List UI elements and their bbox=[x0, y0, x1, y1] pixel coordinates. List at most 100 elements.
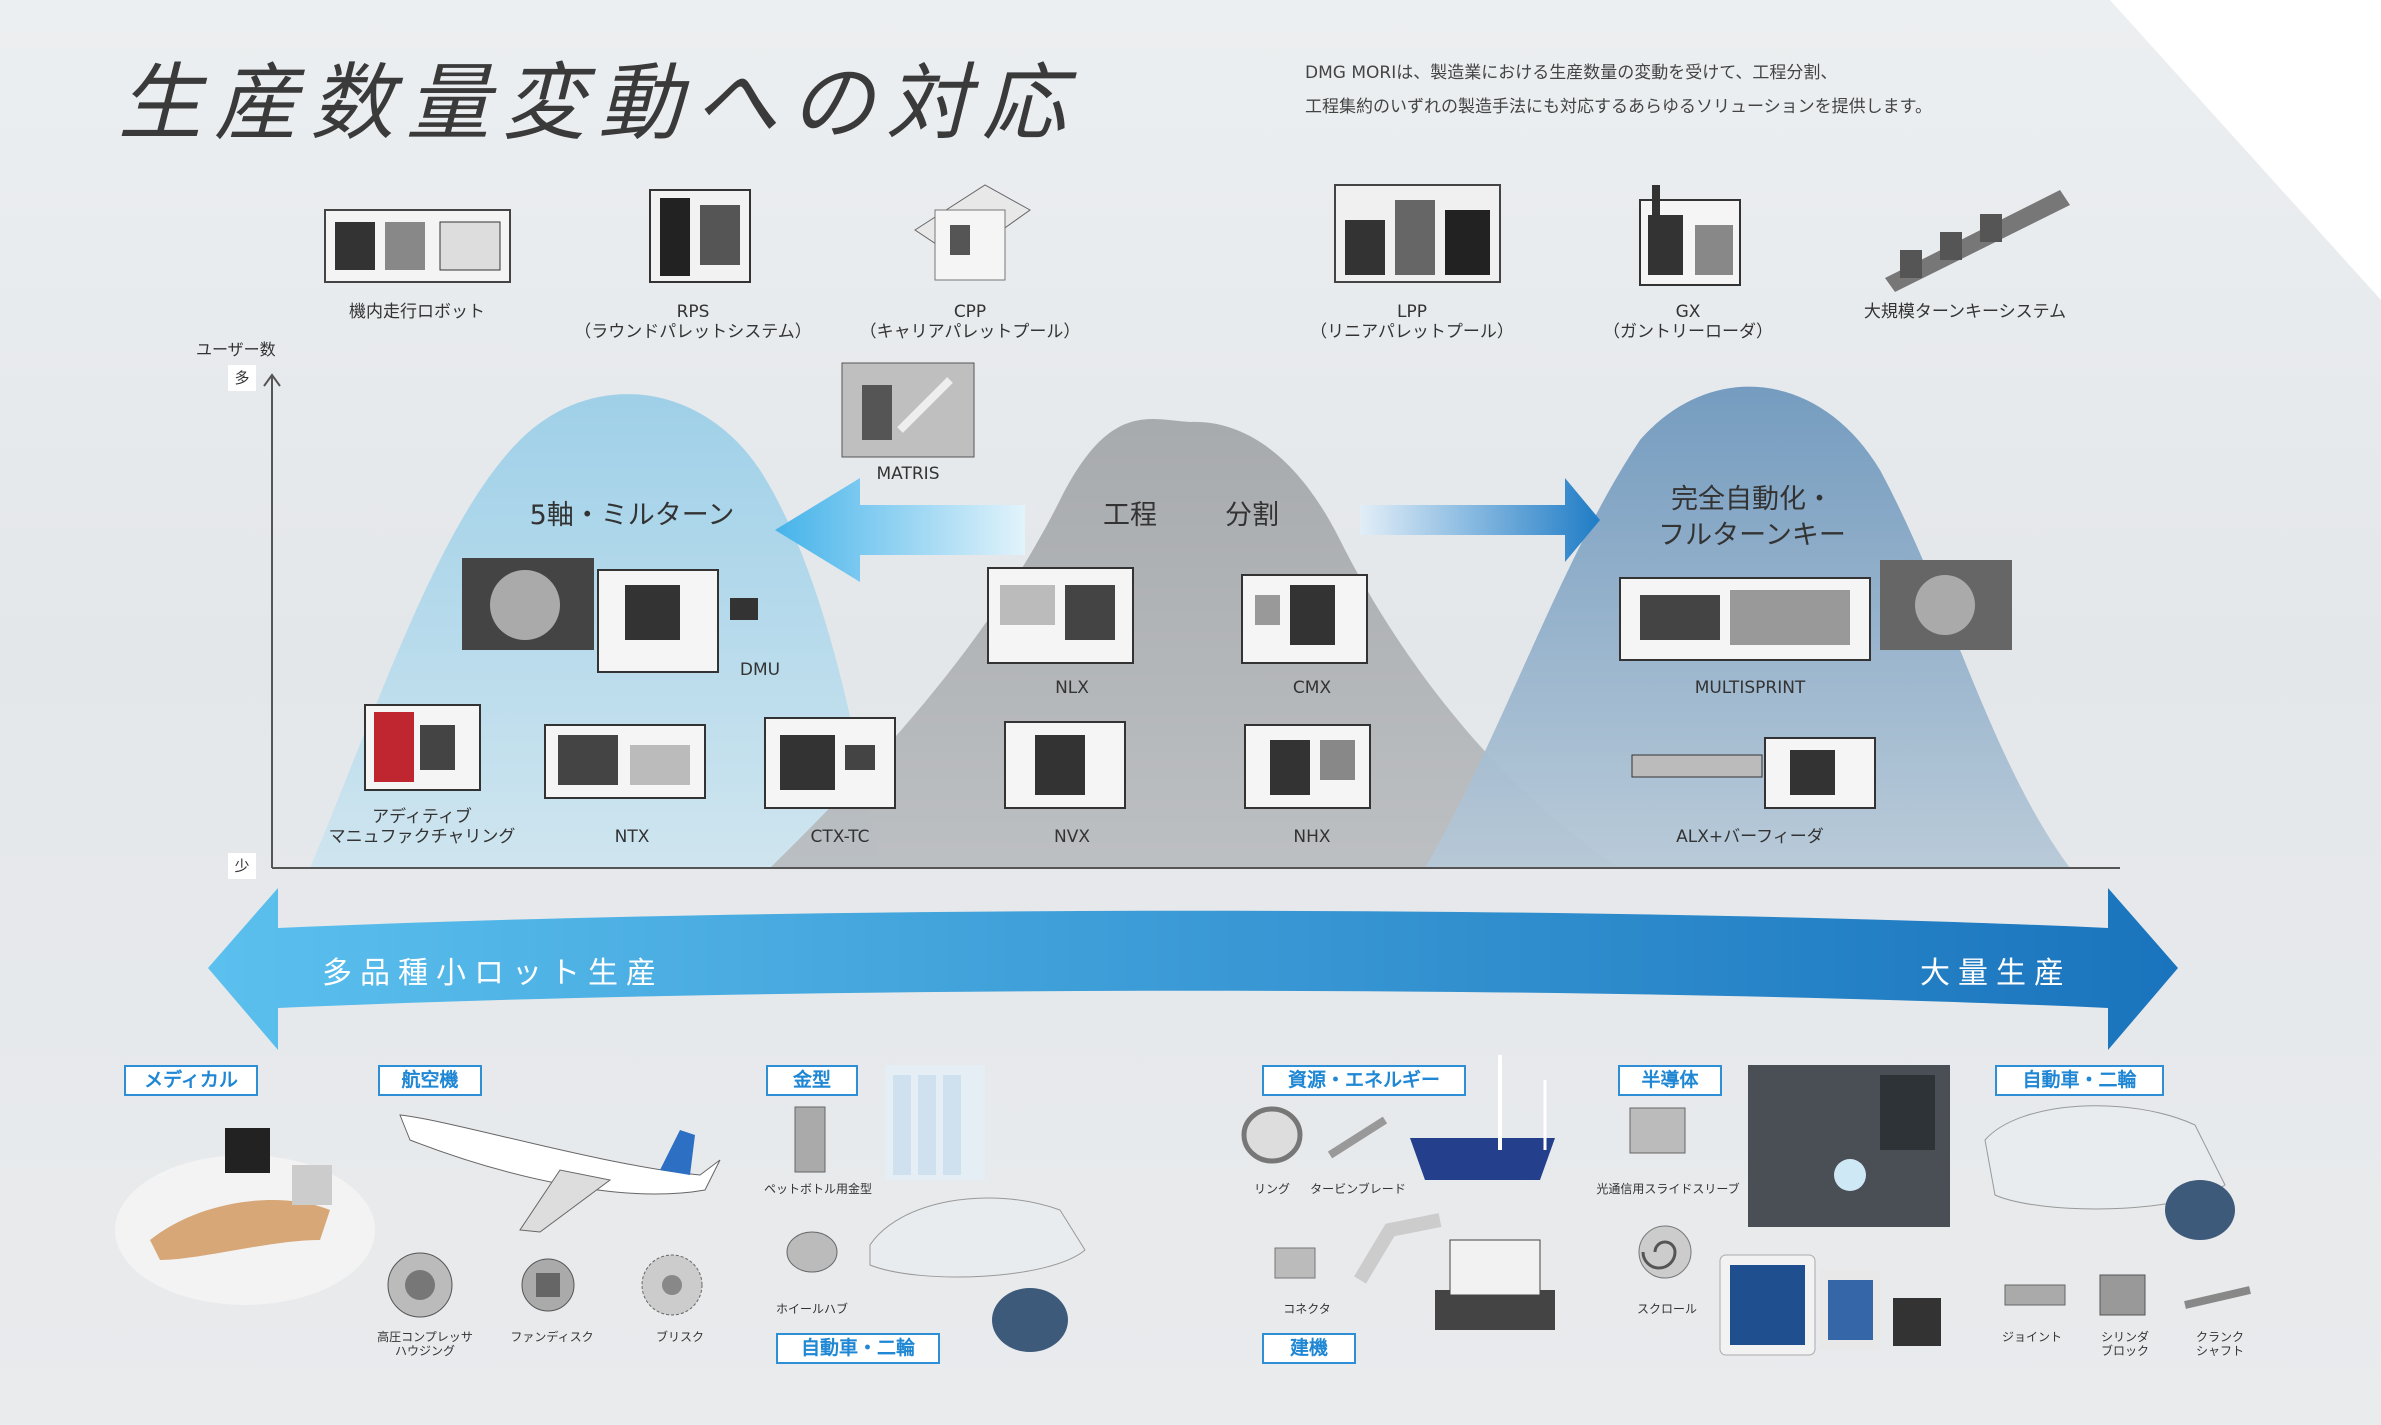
additive-image bbox=[364, 704, 481, 791]
right-hump-title-b: フルターンキー bbox=[1658, 520, 1846, 551]
label-rps-sub: （ラウンドパレットシステム） bbox=[574, 322, 812, 342]
production-right-label: 大量生産 bbox=[1920, 956, 2072, 991]
rps-image bbox=[649, 189, 751, 283]
aircraft-image bbox=[399, 1114, 721, 1233]
nlx-image bbox=[987, 567, 1134, 664]
car-mid-image bbox=[869, 1197, 1086, 1352]
label-compressor-a: 高圧コンプレッサ bbox=[377, 1330, 473, 1344]
production-arrow bbox=[208, 888, 2178, 1050]
cpp-image bbox=[914, 184, 1031, 281]
label-multisprint: MULTISPRINT bbox=[1694, 678, 1806, 698]
gx-image bbox=[1639, 185, 1741, 286]
right-hump-title-a: 完全自動化・ bbox=[1671, 484, 1833, 515]
multisprint-image bbox=[1619, 560, 2012, 661]
connector-image bbox=[1274, 1247, 1316, 1279]
scroll-image bbox=[1638, 1225, 1692, 1279]
label-nhx: NHX bbox=[1293, 827, 1331, 847]
label-nvx: NVX bbox=[1054, 827, 1090, 847]
tablet-image bbox=[1719, 1254, 1941, 1356]
label-cpp: CPP bbox=[953, 302, 987, 322]
category-energy: 資源・エネルギー bbox=[1262, 1065, 1466, 1096]
label-gx: GX bbox=[1675, 302, 1701, 322]
label-crank-a: クランク bbox=[2195, 1330, 2245, 1344]
production-left-label: 多品種小ロット生産 bbox=[322, 956, 664, 991]
label-slide-sleeve: 光通信用スライドスリーブ bbox=[1596, 1182, 1740, 1196]
fandisk-image bbox=[521, 1258, 575, 1312]
intro-line-2: 工程集約のいずれの製造手法にも対応するあらゆるソリューションを提供します。 bbox=[1305, 97, 1932, 117]
label-matris: MATRIS bbox=[876, 464, 940, 484]
label-inmachine-robot: 機内走行ロボット bbox=[349, 302, 485, 322]
joint-image bbox=[2004, 1284, 2066, 1306]
alx-image bbox=[1631, 737, 1876, 809]
label-crank-b: シャフト bbox=[2195, 1344, 2245, 1358]
ntx-image bbox=[544, 724, 706, 799]
intro-text: DMG MORIは、製造業における生産数量の変動を受けて、工程分割、 工程集約の… bbox=[1305, 56, 1932, 124]
wheel-hub-image bbox=[786, 1231, 838, 1273]
solar-image bbox=[1410, 1055, 1555, 1180]
semicon-image bbox=[1748, 1065, 1950, 1227]
split-left-arrow bbox=[775, 478, 1025, 582]
dmu-image bbox=[462, 558, 758, 673]
split-right-arrow bbox=[1360, 478, 1600, 562]
corner-cut bbox=[2110, 0, 2381, 300]
nhx-image bbox=[1244, 724, 1371, 809]
category-aircraft: 航空機 bbox=[378, 1065, 482, 1096]
car-right-image bbox=[1984, 1105, 2235, 1240]
center-hump-title-b: 分割 bbox=[1225, 500, 1279, 531]
y-axis-label: ユーザー数 bbox=[196, 340, 276, 359]
lpp-image bbox=[1334, 184, 1501, 283]
category-auto-mid: 自動車・二輪 bbox=[776, 1333, 940, 1364]
label-lpp-sub: （リニアパレットプール） bbox=[1310, 322, 1514, 342]
label-turnkey-system: 大規模ターンキーシステム bbox=[1863, 302, 2067, 322]
turbine-image bbox=[1327, 1116, 1388, 1159]
label-rps: RPS bbox=[676, 302, 710, 322]
category-auto-right: 自動車・二輪 bbox=[1995, 1065, 2164, 1096]
inmachine-robot-image bbox=[324, 209, 511, 283]
center-hump-title-a: 工程 bbox=[1103, 500, 1157, 531]
bottle-mold-image bbox=[794, 1065, 985, 1180]
label-cpp-sub: （キャリアパレットプール） bbox=[859, 322, 1081, 342]
nvx-image bbox=[1004, 721, 1126, 809]
label-dmu: DMU bbox=[739, 660, 781, 680]
label-alx: ALX+バーフィーダ bbox=[1676, 827, 1824, 847]
y-axis-bottom: 少 bbox=[228, 853, 256, 879]
left-hump-title: 5軸・ミルターン bbox=[529, 500, 735, 531]
label-compressor-b: ハウジング bbox=[394, 1344, 456, 1358]
page-title: 生産数量変動への対応 bbox=[118, 54, 1079, 152]
label-ring: リング bbox=[1253, 1182, 1291, 1196]
turnkey-image bbox=[1885, 190, 2070, 292]
label-cylinder-a: シリンダ bbox=[2100, 1330, 2150, 1344]
category-semiconductor: 半導体 bbox=[1618, 1065, 1722, 1096]
center-hump bbox=[770, 419, 1620, 868]
blisk-image bbox=[641, 1254, 703, 1316]
y-axis-top: 多 bbox=[228, 365, 256, 391]
label-additive-a: アディティブ bbox=[372, 807, 472, 827]
label-ntx: NTX bbox=[614, 827, 650, 847]
cylinder-image bbox=[2099, 1274, 2146, 1316]
intro-line-1: DMG MORIは、製造業における生産数量の変動を受けて、工程分割、 bbox=[1305, 63, 1838, 83]
label-additive-b: マニュファクチャリング bbox=[328, 827, 516, 847]
matris-image bbox=[841, 362, 975, 458]
cmx-image bbox=[1241, 574, 1368, 664]
category-medical: メディカル bbox=[124, 1065, 258, 1096]
excavator-image bbox=[1353, 1213, 1555, 1330]
compressor-image bbox=[387, 1252, 453, 1318]
category-construction: 建機 bbox=[1262, 1333, 1356, 1364]
label-lpp: LPP bbox=[1397, 302, 1427, 322]
label-blisk: ブリスク bbox=[655, 1330, 705, 1344]
label-fan-disk: ファンディスク bbox=[510, 1330, 594, 1344]
label-connector: コネクタ bbox=[1283, 1302, 1331, 1316]
category-mold: 金型 bbox=[766, 1065, 858, 1096]
y-axis-arrowhead bbox=[263, 373, 281, 387]
energy-ring-image bbox=[1241, 1106, 1303, 1164]
label-cylinder-b: ブロック bbox=[2100, 1344, 2150, 1358]
sleeve-image bbox=[1629, 1107, 1686, 1154]
medical-image bbox=[115, 1128, 375, 1305]
label-cmx: CMX bbox=[1292, 678, 1332, 698]
label-nlx: NLX bbox=[1055, 678, 1089, 698]
label-bottle-mold: ペットボトル用金型 bbox=[763, 1182, 873, 1196]
crank-image bbox=[2184, 1286, 2251, 1309]
label-turbine-blade: タービンブレード bbox=[1310, 1182, 1406, 1196]
label-ctx: CTX-TC bbox=[810, 827, 870, 847]
label-scroll: スクロール bbox=[1636, 1302, 1698, 1316]
